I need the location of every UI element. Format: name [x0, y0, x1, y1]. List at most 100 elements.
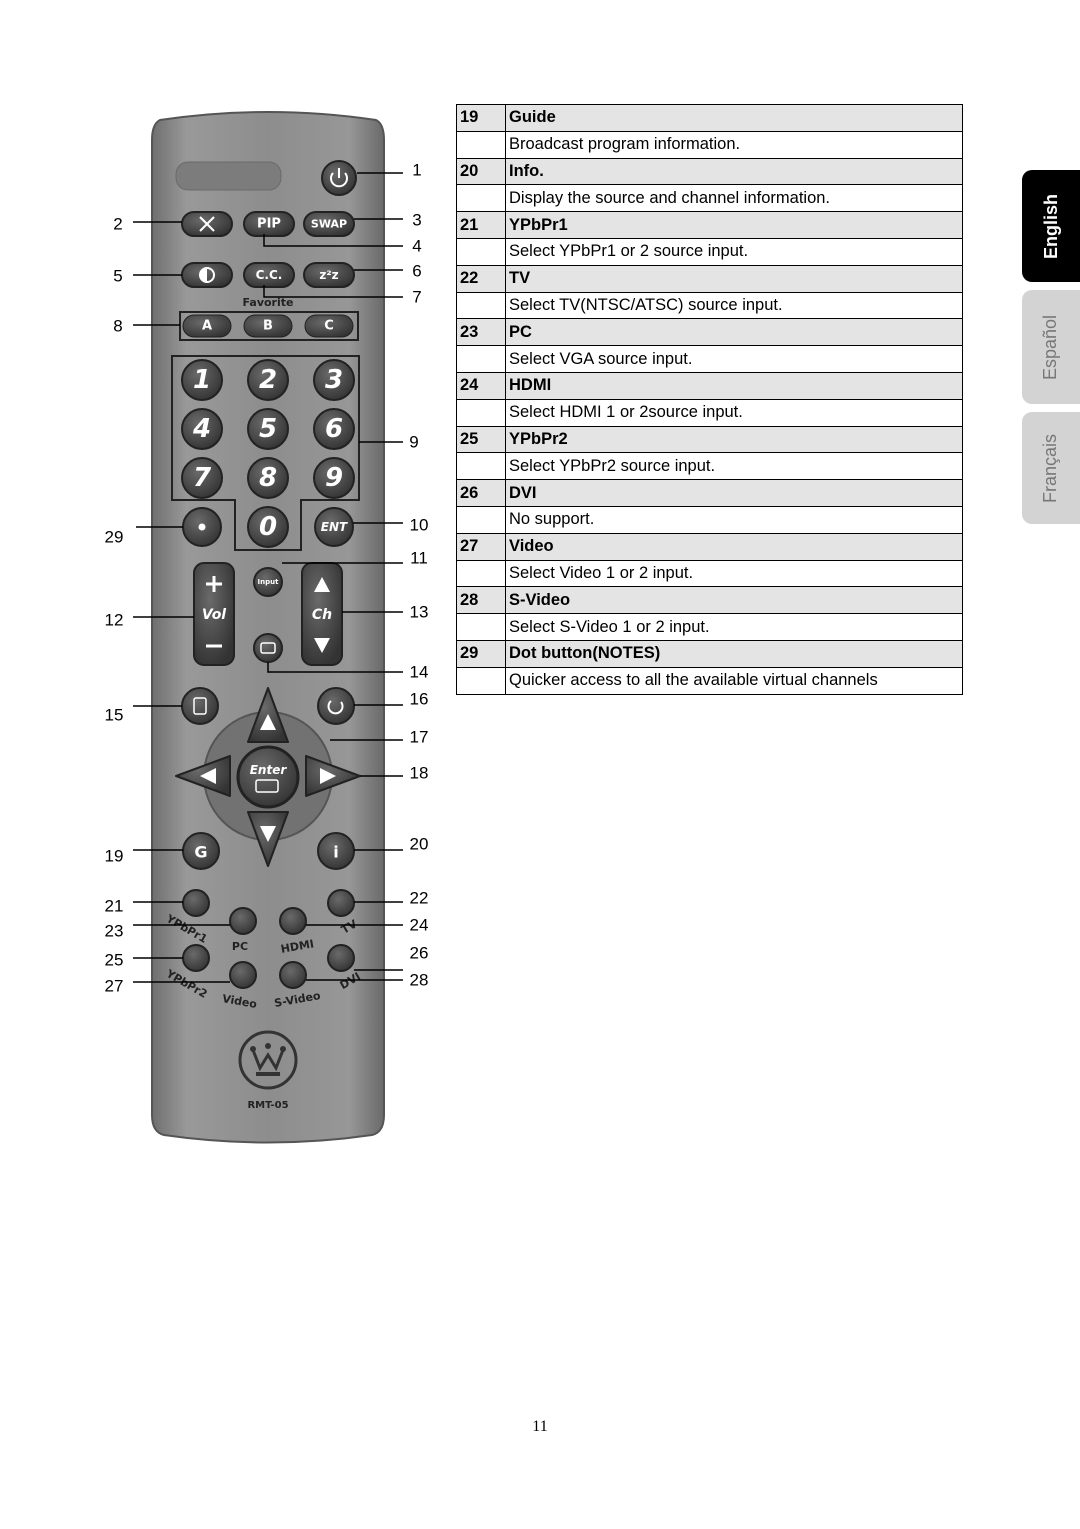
- down-arrow-icon: [260, 826, 276, 842]
- return-button[interactable]: [317, 687, 355, 725]
- row-number: 21: [456, 211, 506, 239]
- digit-4-button[interactable]: [181, 408, 223, 450]
- tab-english[interactable]: English: [1022, 170, 1080, 282]
- button-name: HDMI: [505, 371, 963, 400]
- button-description: Select TV(NTSC/ATSC) source input.: [505, 291, 963, 320]
- row-number: 24: [456, 371, 506, 400]
- ypbpr1-button[interactable]: [182, 889, 210, 917]
- digit-8-label: 8: [259, 463, 277, 493]
- info-icon: i: [333, 843, 338, 862]
- fav-b-button[interactable]: [243, 314, 293, 338]
- dot-icon: [198, 523, 206, 531]
- info-button[interactable]: [317, 832, 355, 870]
- callout-2: 2: [113, 215, 122, 234]
- tab-francais[interactable]: Français: [1022, 412, 1080, 524]
- digit-1-label: 1: [193, 365, 211, 395]
- callout-15: 15: [105, 706, 124, 725]
- tv-button[interactable]: [327, 889, 355, 917]
- callout-1: 1: [412, 161, 421, 180]
- button-name: Video: [505, 532, 963, 561]
- callout-3: 3: [412, 211, 421, 230]
- empty-cell: [456, 291, 506, 320]
- video-button[interactable]: [229, 961, 257, 989]
- fav-c-button[interactable]: [304, 314, 354, 338]
- digit-keypad: 1 2 3 4 5 6 7 8 9 0: [181, 359, 355, 548]
- empty-cell: [456, 666, 506, 695]
- ypbpr2-button[interactable]: [182, 944, 210, 972]
- button-description: Select S-Video 1 or 2 input.: [505, 613, 963, 641]
- mute-icon: [199, 216, 215, 232]
- digit-0-button[interactable]: [247, 506, 289, 548]
- digit-6-button[interactable]: [313, 408, 355, 450]
- button-description: Select YPbPr1 or 2 source input.: [505, 237, 963, 266]
- table-row-description: Select Video 1 or 2 input.: [456, 559, 963, 588]
- cc-button[interactable]: [243, 262, 295, 288]
- button-name: YPbPr1: [505, 211, 963, 239]
- button-name: Info.: [505, 157, 963, 186]
- digit-3-label: 3: [325, 365, 343, 395]
- callout-16: 16: [410, 690, 429, 709]
- callout-14: 14: [410, 663, 429, 682]
- digit-5-button[interactable]: [247, 408, 289, 450]
- callout-8: 8: [113, 317, 122, 336]
- digit-9-button[interactable]: [313, 457, 355, 499]
- guide-icon: G: [194, 843, 207, 862]
- left-callout-numbers: 2 5 8 29 12 15 19 21 23 25 27: [105, 215, 124, 996]
- callout-9: 9: [409, 433, 418, 452]
- vol-label: Vol: [202, 607, 226, 623]
- guide-button[interactable]: [182, 832, 220, 870]
- aspect-button[interactable]: [253, 633, 283, 663]
- input-button[interactable]: [253, 567, 283, 597]
- callout-22: 22: [410, 889, 429, 908]
- empty-cell: [456, 452, 506, 481]
- digit-2-button[interactable]: [247, 359, 289, 401]
- table-row-description: Select TV(NTSC/ATSC) source input.: [456, 291, 963, 320]
- digit-3-button[interactable]: [313, 359, 355, 401]
- sleep-button[interactable]: [303, 262, 355, 288]
- digit-8-button[interactable]: [247, 457, 289, 499]
- table-row-description: Select VGA source input.: [456, 345, 963, 373]
- enter-button[interactable]: [236, 745, 300, 809]
- swap-label: SWAP: [311, 218, 347, 231]
- table-row-description: Display the source and channel informati…: [456, 184, 963, 213]
- menu-button[interactable]: [181, 687, 219, 725]
- callout-24: 24: [410, 916, 429, 935]
- right-arrow-icon: [320, 768, 336, 784]
- enter-icon: [255, 779, 279, 793]
- row-number: 29: [456, 639, 506, 668]
- channel-up-icon: [314, 577, 330, 592]
- dvi-button[interactable]: [327, 944, 355, 972]
- digit-7-button[interactable]: [181, 457, 223, 499]
- button-name: Dot button(NOTES): [505, 639, 963, 668]
- favorite-label: Favorite: [243, 296, 294, 309]
- enter-label: Enter: [250, 763, 288, 777]
- button-name: PC: [505, 318, 963, 347]
- callout-12: 12: [105, 611, 124, 630]
- digit-1-button[interactable]: [181, 359, 223, 401]
- digit-9-label: 9: [325, 463, 343, 493]
- fav-b-label: B: [263, 319, 273, 334]
- pip-button[interactable]: [243, 211, 295, 237]
- digit-7-label: 7: [193, 463, 212, 493]
- callout-26: 26: [410, 944, 429, 963]
- svideo-button[interactable]: [279, 961, 307, 989]
- pc-label: PC: [232, 940, 248, 953]
- pc-button[interactable]: [229, 907, 257, 935]
- tab-espanol[interactable]: Español: [1022, 290, 1080, 404]
- empty-cell: [456, 345, 506, 373]
- return-icon: [327, 700, 344, 715]
- fav-a-label: A: [202, 319, 212, 334]
- callout-13: 13: [410, 603, 429, 622]
- button-description: Display the source and channel informati…: [505, 184, 963, 213]
- hdmi-button[interactable]: [279, 907, 307, 935]
- fav-a-button[interactable]: [182, 314, 232, 338]
- swap-button[interactable]: [303, 211, 355, 237]
- ent-button[interactable]: [314, 507, 354, 547]
- callout-28: 28: [410, 971, 429, 990]
